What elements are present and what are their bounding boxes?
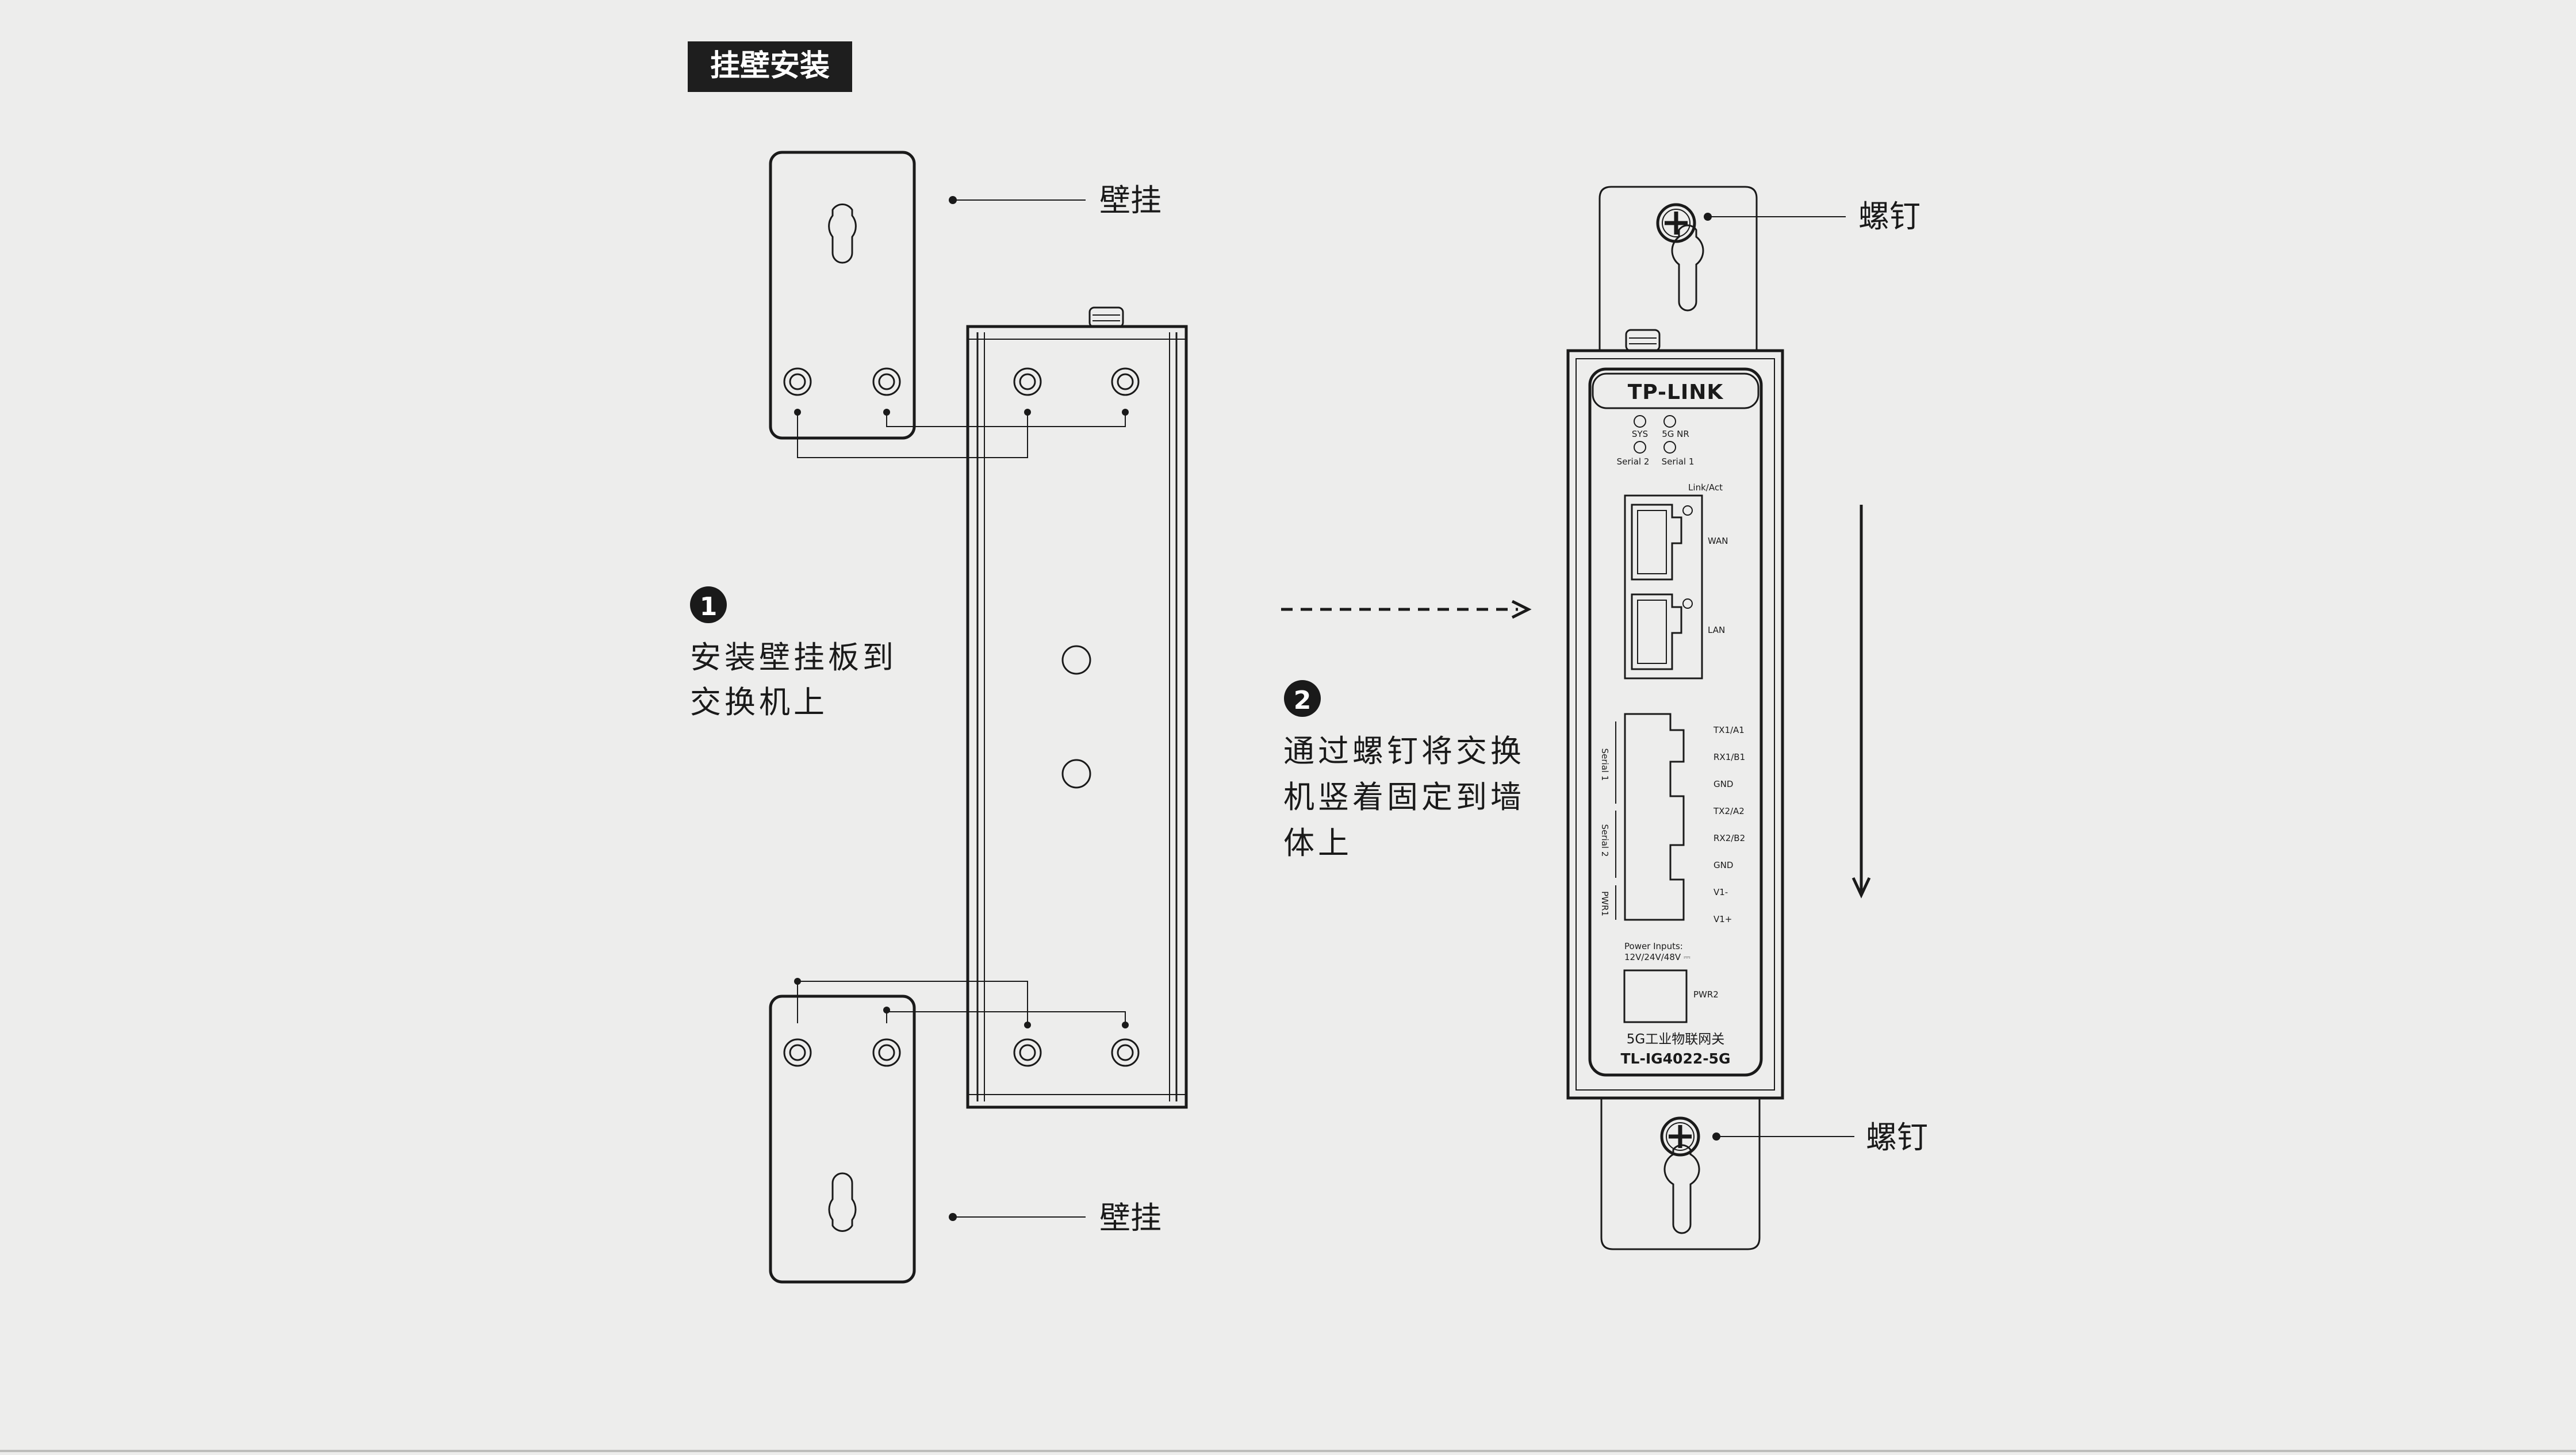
wall-bracket-bottom: [769, 995, 916, 1284]
step-number-badge: [690, 586, 727, 623]
step-number-badge: [1284, 680, 1321, 717]
svg-text:5G NR: 5G NR: [1662, 429, 1689, 439]
pin-label: GND: [1713, 860, 1733, 870]
switch-body: [966, 325, 1188, 1109]
screw-head-icon: [1660, 1116, 1700, 1157]
brand-logo-frame: [1592, 373, 1759, 409]
lan-link-led: [1682, 598, 1693, 609]
power-inputs-label: Power Inputs:: [1624, 941, 1683, 951]
switch-top-connector: [1625, 329, 1661, 352]
keyhole-slot: [828, 204, 857, 264]
switch-back-view: [966, 306, 1188, 1109]
svg-text:SYS: SYS: [1632, 429, 1648, 439]
pin-label: RX1/B1: [1713, 752, 1745, 762]
alignment-lines-bottom: [794, 978, 1129, 1028]
pin-label: RX2/B2: [1713, 833, 1745, 843]
keyhole-slot: [828, 1172, 857, 1232]
arrow-down: [1851, 505, 1871, 899]
terminal-block: Serial 1 Serial 2 PWR1 TX1/A1 RX1/B1 GND…: [1600, 713, 1745, 924]
switch-top-connector: [1088, 306, 1124, 328]
wan-link-led: [1682, 505, 1693, 516]
pin-label: GND: [1713, 779, 1733, 789]
lan-port: [1631, 593, 1682, 670]
step-1: 1 安装壁挂板到 交换机上: [690, 586, 897, 720]
pin-label: TX2/A2: [1713, 806, 1745, 816]
svg-text:Serial 1: Serial 1: [1600, 748, 1610, 781]
ethernet-ports: WAN LAN: [1624, 494, 1728, 679]
svg-text:Serial 2: Serial 2: [1617, 456, 1650, 467]
brand-logo: TP-LINK: [1628, 381, 1724, 404]
screw-label-bottom: 螺钉: [1866, 1119, 1928, 1155]
title-badge: [688, 41, 852, 92]
power-voltage-label: 12V/24V/48V ⎓: [1624, 952, 1690, 962]
pin-label: TX1/A1: [1713, 725, 1745, 735]
mount-plate-top: [1598, 186, 1758, 352]
mount-plate-bottom: [1600, 1098, 1761, 1250]
dashed-arrow-right: [1281, 600, 1532, 619]
led-serial-2: [1634, 441, 1646, 454]
link-act-label: Link/Act: [1688, 482, 1723, 493]
bracket-label-top: 壁挂: [1099, 182, 1162, 218]
led-serial-1: [1663, 441, 1676, 454]
switch-front-view: TP-LINK SYS 5G NR Serial 2 Serial 1 Link…: [1566, 329, 1784, 1100]
step-2-line-1: 通过螺钉将交换: [1283, 733, 1525, 769]
keyhole-slot: [1663, 1144, 1700, 1234]
screw-head-icon: [1656, 203, 1696, 243]
svg-text:PWR2: PWR2: [1693, 989, 1719, 1000]
switch-mount-hole: [1061, 645, 1091, 675]
product-name: 5G工业物联网关: [1627, 1032, 1724, 1047]
pwr2-connector: [1623, 969, 1688, 1023]
svg-text:LAN: LAN: [1708, 625, 1725, 635]
svg-text:1: 1: [700, 592, 718, 621]
switch-mount-hole: [1061, 759, 1091, 789]
pin-label: V1-: [1713, 887, 1728, 897]
step-1-line-2: 交换机上: [690, 684, 828, 720]
step-1-line-1: 安装壁挂板到: [690, 639, 897, 675]
screw-label-top: 螺钉: [1858, 198, 1920, 235]
svg-text:WAN: WAN: [1708, 536, 1728, 546]
bracket-label-bottom: 壁挂: [1099, 1200, 1162, 1236]
alignment-lines-top: [794, 409, 1129, 458]
switch-front-body: [1566, 349, 1784, 1100]
pin-label: V1+: [1713, 914, 1732, 924]
step-2-line-3: 体上: [1283, 825, 1352, 861]
switch-front-panel: [1588, 367, 1763, 1077]
svg-text:Serial 2: Serial 2: [1600, 824, 1610, 857]
svg-text:2: 2: [1294, 686, 1312, 715]
model-number: TL-IG4022-5G: [1620, 1050, 1730, 1067]
svg-text:Serial 1: Serial 1: [1662, 456, 1695, 467]
led-5g-nr: [1663, 415, 1676, 428]
svg-text:PWR1: PWR1: [1600, 891, 1610, 916]
step-2: 2 通过螺钉将交换 机竖着固定到墙 体上: [1283, 680, 1525, 861]
switch-screw-holes-top: [1013, 367, 1140, 396]
wan-port: [1631, 504, 1682, 581]
status-leds: SYS 5G NR Serial 2 Serial 1: [1617, 415, 1695, 467]
title-text: 挂壁安装: [710, 49, 830, 83]
led-sys: [1634, 415, 1646, 428]
wall-bracket-top: [769, 151, 916, 440]
step-2-line-2: 机竖着固定到墙: [1283, 779, 1525, 815]
switch-screw-holes-bottom: [1013, 1038, 1140, 1067]
